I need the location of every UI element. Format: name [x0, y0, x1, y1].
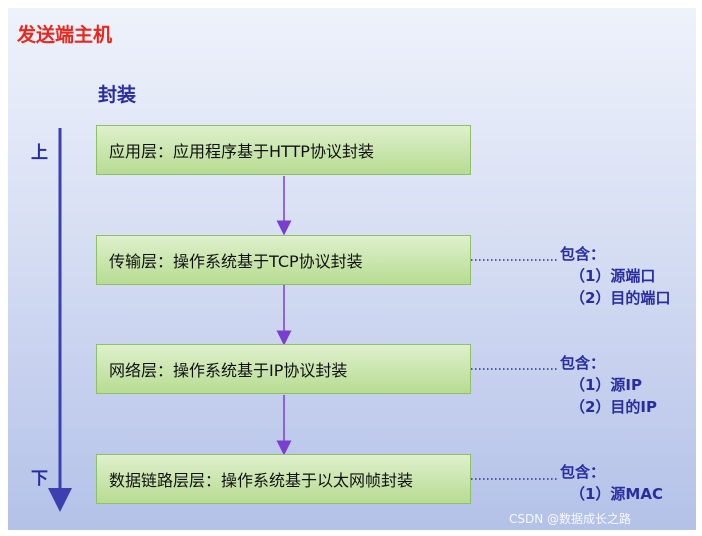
layer-label: 数据链路层层：操作系统基于以太网帧封装: [109, 471, 414, 490]
diagram-title: 发送端主机: [17, 24, 113, 46]
layer-label: 传输层：操作系统基于TCP协议封装: [109, 252, 363, 271]
note-heading: 包含：: [560, 463, 606, 481]
csdn-watermark: CSDN @数据成长之路: [509, 512, 632, 526]
note-item: （1）源端口: [570, 267, 656, 285]
note-item: （2）目的IP: [570, 398, 658, 416]
transport-layer-box: 传输层：操作系统基于TCP协议封装: [96, 235, 471, 285]
direction-bottom-label: 下: [31, 469, 48, 489]
application-layer-box: 应用层：应用程序基于HTTP协议封装: [96, 125, 471, 175]
note-heading: 包含：: [560, 354, 606, 372]
network-layer-box: 网络层：操作系统基于IP协议封装: [96, 344, 471, 394]
note-item: （2）目的端口: [570, 289, 671, 307]
layer-label: 应用层：应用程序基于HTTP协议封装: [109, 142, 374, 161]
data-link-layer-note: 包含： （1）源MAC: [560, 461, 663, 505]
network-layer-note: 包含： （1）源IP （2）目的IP: [560, 352, 657, 418]
note-item: （1）源IP: [570, 376, 643, 394]
note-heading: 包含：: [560, 245, 606, 263]
data-link-layer-box: 数据链路层层：操作系统基于以太网帧封装: [96, 454, 471, 504]
direction-top-label: 上: [31, 143, 48, 163]
transport-layer-note: 包含： （1）源端口 （2）目的端口: [560, 243, 670, 309]
layer-label: 网络层：操作系统基于IP协议封装: [109, 361, 348, 380]
note-item: （1）源MAC: [570, 485, 663, 503]
encapsulation-heading: 封装: [98, 84, 137, 106]
